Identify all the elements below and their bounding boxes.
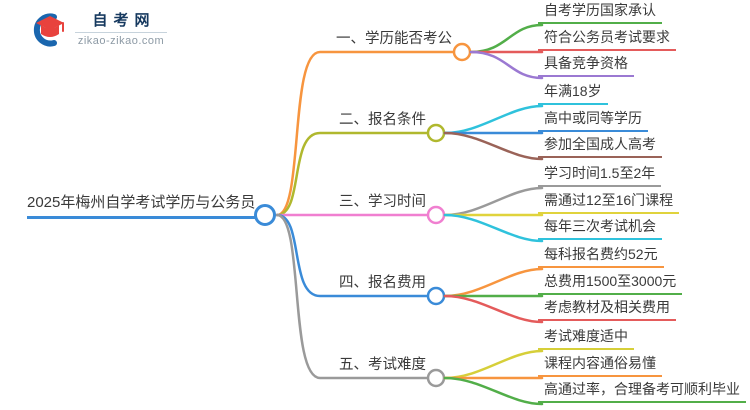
leaf-node-4-1[interactable]: 每科报名费约52元 — [538, 244, 664, 268]
leaf-node-4-3[interactable]: 考虑教材及相关费用 — [538, 297, 676, 321]
logo-divider — [75, 32, 167, 33]
leaf-node-3-3[interactable]: 每年三次考试机会 — [538, 216, 662, 240]
branch-3-circle[interactable] — [426, 205, 446, 225]
leaf-node-1-1[interactable]: 自考学历国家承认 — [538, 0, 662, 24]
branch-4-leaf-3-connector-line — [443, 294, 544, 324]
branch-node-1[interactable]: 一、学历能否考公 — [336, 31, 452, 47]
leaf-node-5-2[interactable]: 课程内容通俗易懂 — [538, 353, 662, 377]
leaf-node-2-2[interactable]: 高中或同等学历 — [538, 108, 648, 132]
branch-5-connector-line — [275, 213, 429, 380]
branch-5-leaf-3-connector-line — [443, 376, 544, 406]
branch-1-leaf-3-connector-line — [469, 50, 544, 80]
central-node[interactable]: 2025年梅州自学考试学历与公务员 — [27, 192, 255, 219]
branch-2-leaf-3-connector-line — [443, 131, 544, 161]
branch-1-connector-line — [275, 50, 455, 217]
branch-2-leaf-1-connector-line — [443, 104, 544, 135]
branch-5-circle[interactable] — [426, 368, 446, 388]
branch-4-connector-line — [275, 213, 429, 298]
branch-4-circle[interactable] — [426, 286, 446, 306]
site-logo[interactable]: 自考网 zikao-zikao.com — [30, 12, 167, 48]
logo-text-block: 自考网 zikao-zikao.com — [75, 12, 167, 48]
central-node-circle[interactable] — [254, 204, 276, 226]
branch-3-leaf-3-connector-line — [443, 213, 544, 243]
branch-3-leaf-1-connector-line — [443, 186, 544, 217]
branch-4-leaf-1-connector-line — [443, 267, 544, 298]
leaf-node-2-3[interactable]: 参加全国成人高考 — [538, 134, 662, 158]
branch-1-leaf-1-connector-line — [469, 23, 544, 54]
branch-node-2[interactable]: 二、报名条件 — [339, 112, 426, 128]
branch-2-connector-line — [275, 131, 429, 217]
branch-node-3[interactable]: 三、学习时间 — [339, 194, 426, 210]
leaf-node-3-2[interactable]: 需通过12至16门课程 — [538, 190, 680, 214]
branch-5-leaf-1-connector-line — [443, 349, 544, 380]
branch-2-circle[interactable] — [426, 123, 446, 143]
graduation-cap-logo-icon — [33, 13, 64, 47]
leaf-node-1-2[interactable]: 符合公务员考试要求 — [538, 27, 676, 51]
branch-node-4[interactable]: 四、报名费用 — [339, 275, 426, 291]
leaf-node-2-1[interactable]: 年满18岁 — [538, 81, 608, 105]
leaf-node-5-1[interactable]: 考试难度适中 — [538, 326, 634, 350]
logo-domain: zikao-zikao.com — [77, 35, 165, 47]
leaf-node-4-2[interactable]: 总费用1500至3000元 — [538, 271, 683, 295]
leaf-node-1-3[interactable]: 具备竞争资格 — [538, 53, 634, 77]
leaf-node-5-3[interactable]: 高通过率，合理备考可顺利毕业 — [538, 379, 746, 403]
leaf-node-3-1[interactable]: 学习时间1.5至2年 — [538, 163, 662, 187]
branch-node-5[interactable]: 五、考试难度 — [339, 357, 426, 373]
branch-1-circle[interactable] — [452, 42, 472, 62]
logo-title: 自考网 — [92, 12, 156, 29]
